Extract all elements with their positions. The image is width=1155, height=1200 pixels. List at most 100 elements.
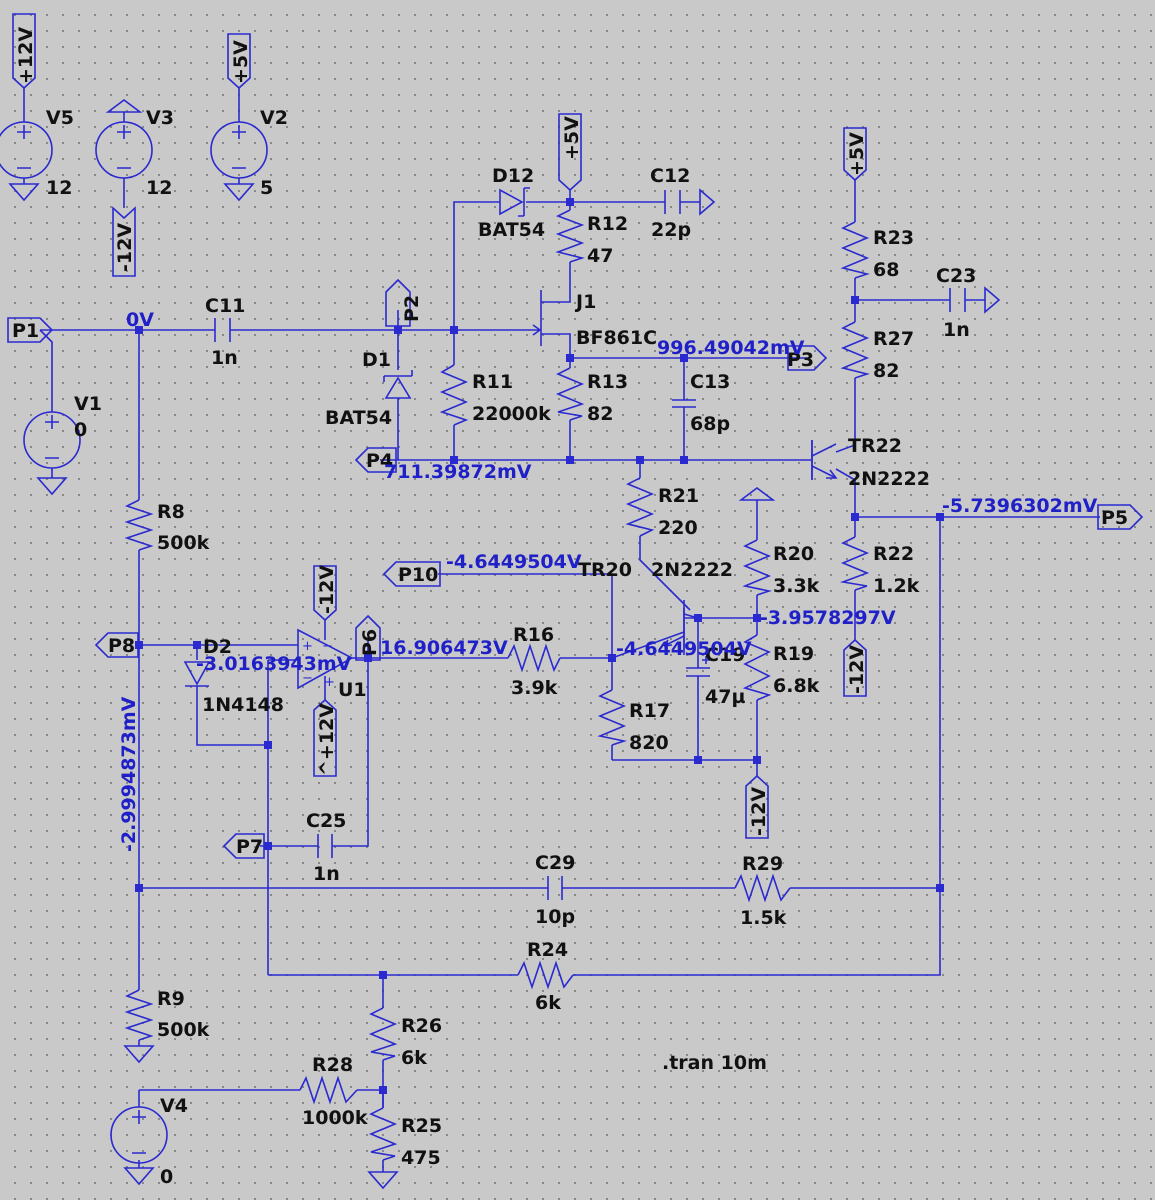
svg-text:P2: P2 [401, 295, 423, 322]
svg-text:220: 220 [658, 517, 698, 539]
resistor-r21: R21 220 [625, 477, 699, 539]
svg-text:R8: R8 [157, 501, 185, 523]
port-p3: P3 [787, 345, 828, 371]
svg-text:D12: D12 [492, 165, 534, 187]
voltage-p10: -4.6449504V [446, 551, 582, 573]
svg-text:BAT54: BAT54 [325, 407, 392, 429]
svg-text:47: 47 [587, 245, 613, 267]
junctions [135, 198, 944, 1094]
svg-text:P7: P7 [236, 836, 263, 858]
svg-text:-12V: -12V [748, 787, 770, 836]
resistor-r16: R16 3.9k [507, 624, 561, 699]
svg-text:R29: R29 [742, 853, 783, 875]
power-flag-v3-minus12v: -12V [112, 206, 136, 277]
diode-d1: D1 BAT54 [325, 349, 413, 429]
voltage-source-v3: V3 12 [95, 107, 174, 199]
svg-text:R19: R19 [773, 643, 814, 665]
svg-text:R21: R21 [658, 485, 699, 507]
bjt-tr22: TR22 2N2222 [811, 435, 930, 490]
svg-text:BF861C: BF861C [576, 327, 657, 349]
svg-text:−: − [322, 639, 333, 654]
capacitor-c23: C23 1n [936, 265, 976, 341]
resistor-r11: R11 22000k [439, 364, 551, 426]
svg-text:V3: V3 [146, 107, 174, 129]
svg-text:C19: C19 [705, 644, 745, 666]
port-p1: P1 [7, 317, 54, 343]
svg-text:47µ: 47µ [705, 686, 745, 708]
svg-text:V4: V4 [160, 1095, 188, 1117]
svg-text:+12V: +12V [15, 27, 37, 84]
power-flag-r17-minus12v: -12V [745, 774, 770, 839]
svg-text:R11: R11 [472, 371, 513, 393]
voltage-source-v5: V5 12 [0, 107, 74, 199]
svg-text:BAT54: BAT54 [478, 219, 545, 241]
svg-text:P3: P3 [787, 349, 814, 371]
port-p2: P2 [385, 278, 423, 327]
jfet-j1: J1 BF861C [530, 290, 657, 349]
voltage-r20-node: -3.9578297V [760, 607, 896, 629]
capacitor-c13: C13 68p [672, 371, 730, 435]
svg-text:V1: V1 [74, 393, 102, 415]
svg-text:R27: R27 [873, 328, 914, 350]
svg-text:R26: R26 [401, 1015, 442, 1037]
voltage-p6: 16.906473V [380, 637, 508, 659]
svg-text:1n: 1n [313, 863, 340, 885]
svg-text:6k: 6k [535, 992, 561, 1014]
svg-text:2N2222: 2N2222 [651, 559, 733, 581]
svg-text:D1: D1 [362, 349, 391, 371]
svg-text:C23: C23 [936, 265, 976, 287]
svg-text:U1: U1 [338, 679, 367, 701]
svg-text:TR22: TR22 [848, 435, 902, 457]
voltage-source-v2: V2 5 [210, 107, 288, 199]
svg-text:^+12V: ^+12V [316, 703, 338, 776]
svg-text:C11: C11 [205, 295, 245, 317]
voltage-p4: 711.39872mV [384, 461, 532, 483]
svg-text:3.9k: 3.9k [511, 677, 558, 699]
svg-text:68p: 68p [690, 413, 730, 435]
power-flag-v5-plus12v: +12V [12, 13, 37, 90]
svg-text:12: 12 [46, 177, 72, 199]
resistor-r28: R28 1000k [299, 1054, 368, 1129]
svg-text:P8: P8 [108, 635, 135, 657]
port-p7: P7 [222, 833, 265, 859]
svg-text:3.3k: 3.3k [773, 575, 820, 597]
resistor-r23: R23 68 [840, 221, 914, 281]
svg-text:12: 12 [146, 177, 172, 199]
svg-text:V2: V2 [260, 107, 288, 129]
svg-text:1N4148: 1N4148 [202, 694, 284, 716]
svg-text:500k: 500k [157, 1019, 210, 1041]
voltage-r8-node: -2.9994873mV [118, 696, 140, 852]
capacitor-c12: C12 22p [650, 165, 691, 241]
resistor-r8: R8 500k [124, 499, 210, 554]
resistor-r27: R27 82 [840, 321, 914, 382]
resistor-r24: R24 6k [517, 939, 574, 1014]
svg-text:+5V: +5V [230, 40, 252, 84]
svg-text:1n: 1n [211, 347, 238, 369]
svg-text:820: 820 [629, 732, 669, 754]
svg-text:82: 82 [873, 360, 899, 382]
power-flag-tr22-plus5v: +5V [843, 127, 868, 182]
svg-text:10p: 10p [535, 906, 575, 928]
svg-text:R23: R23 [873, 227, 914, 249]
svg-text:J1: J1 [574, 291, 596, 313]
svg-text:22p: 22p [651, 219, 691, 241]
svg-text:6.8k: 6.8k [773, 675, 820, 697]
power-flag-r19-minus12v: -12V [843, 638, 868, 697]
resistor-r17: R17 820 [597, 689, 670, 754]
svg-text:+5V: +5V [846, 132, 868, 176]
resistor-r19: R19 6.8k [742, 634, 820, 701]
svg-text:-12V: -12V [114, 223, 136, 272]
svg-text:1n: 1n [943, 319, 970, 341]
resistor-r13: R13 82 [555, 367, 628, 425]
diode-d2: D2 1N4148 [183, 636, 284, 716]
svg-text:C25: C25 [306, 810, 346, 832]
resistor-r26: R26 6k [368, 1007, 442, 1069]
spice-directive[interactable]: .tran 10m [662, 1052, 767, 1074]
port-p10: P10 [382, 561, 441, 587]
port-p5: P5 [1097, 504, 1144, 530]
svg-text:+: + [324, 675, 335, 690]
svg-text:C13: C13 [690, 371, 730, 393]
voltage-source-v4: V4 0 [110, 1095, 188, 1188]
svg-text:R20: R20 [773, 543, 814, 565]
